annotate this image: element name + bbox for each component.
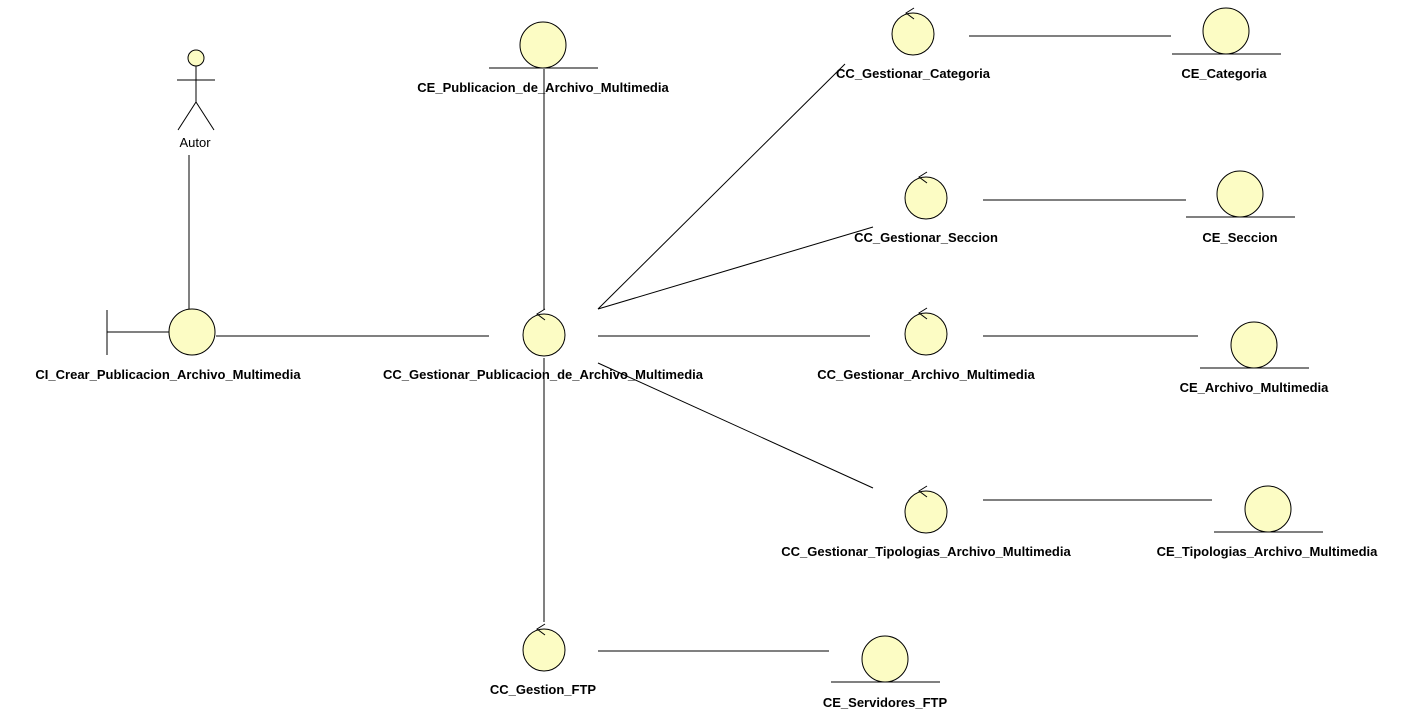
- control-ftp-label: CC_Gestion_FTP: [490, 682, 597, 697]
- entity-circle-icon: [861, 635, 909, 683]
- control-archivo-label: CC_Gestionar_Archivo_Multimedia: [817, 367, 1035, 382]
- line-main-seccion: [597, 226, 874, 310]
- control-arrow-icon: [918, 171, 928, 184]
- control-arrow-icon: [918, 307, 928, 320]
- entity-archivo-label: CE_Archivo_Multimedia: [1180, 380, 1330, 395]
- control-main-label: CC_Gestionar_Publicacion_de_Archivo_Mult…: [383, 367, 704, 382]
- connection-lines: [188, 35, 1212, 652]
- entity-seccion[interactable]: CE_Seccion: [1186, 170, 1295, 245]
- control-arrow-icon: [536, 623, 546, 636]
- entity-tipologias[interactable]: CE_Tipologias_Archivo_Multimedia: [1157, 485, 1379, 559]
- entity-publicacion-label: CE_Publicacion_de_Archivo_Multimedia: [417, 80, 669, 95]
- control-arrow-icon: [918, 485, 928, 498]
- control-arrow-icon: [536, 308, 546, 321]
- line-main-tipologias: [597, 362, 874, 489]
- actor-head-icon: [187, 49, 205, 67]
- control-categoria[interactable]: CC_Gestionar_Categoria: [836, 7, 991, 81]
- entity-servidores-label: CE_Servidores_FTP: [823, 695, 948, 710]
- control-circle-icon: [522, 313, 566, 357]
- control-circle-icon: [891, 12, 935, 56]
- control-seccion-label: CC_Gestionar_Seccion: [854, 230, 998, 245]
- control-tipologias-label: CC_Gestionar_Tipologias_Archivo_Multimed…: [781, 544, 1071, 559]
- actor-autor[interactable]: Autor: [177, 49, 215, 150]
- actor-leg-left-icon: [177, 101, 197, 131]
- control-arrow-icon: [905, 7, 915, 20]
- entity-circle-icon: [1244, 485, 1292, 533]
- actor-leg-right-icon: [195, 101, 215, 131]
- entity-archivo[interactable]: CE_Archivo_Multimedia: [1180, 321, 1330, 395]
- entity-servidores[interactable]: CE_Servidores_FTP: [823, 635, 948, 710]
- control-circle-icon: [904, 176, 948, 220]
- boundary-circle-icon: [168, 308, 216, 356]
- entity-categoria-label: CE_Categoria: [1181, 66, 1267, 81]
- entity-circle-icon: [519, 21, 567, 69]
- entity-tipologias-label: CE_Tipologias_Archivo_Multimedia: [1157, 544, 1379, 559]
- entity-circle-icon: [1230, 321, 1278, 369]
- boundary-crear-publicacion[interactable]: CI_Crear_Publicacion_Archivo_Multimedia: [35, 308, 301, 382]
- entity-circle-icon: [1202, 7, 1250, 55]
- control-archivo[interactable]: CC_Gestionar_Archivo_Multimedia: [817, 307, 1035, 382]
- line-main-categoria: [597, 63, 846, 310]
- control-seccion[interactable]: CC_Gestionar_Seccion: [854, 171, 998, 245]
- entity-seccion-label: CE_Seccion: [1202, 230, 1277, 245]
- control-ftp[interactable]: CC_Gestion_FTP: [490, 623, 597, 697]
- entity-categoria[interactable]: CE_Categoria: [1172, 7, 1281, 81]
- control-tipologias[interactable]: CC_Gestionar_Tipologias_Archivo_Multimed…: [781, 485, 1071, 559]
- control-circle-icon: [904, 312, 948, 356]
- entity-publicacion[interactable]: CE_Publicacion_de_Archivo_Multimedia: [417, 21, 669, 95]
- control-main[interactable]: CC_Gestionar_Publicacion_de_Archivo_Mult…: [383, 308, 704, 382]
- control-categoria-label: CC_Gestionar_Categoria: [836, 66, 991, 81]
- boundary-label: CI_Crear_Publicacion_Archivo_Multimedia: [35, 367, 301, 382]
- entity-circle-icon: [1216, 170, 1264, 218]
- control-circle-icon: [522, 628, 566, 672]
- actor-label: Autor: [179, 135, 211, 150]
- control-circle-icon: [904, 490, 948, 534]
